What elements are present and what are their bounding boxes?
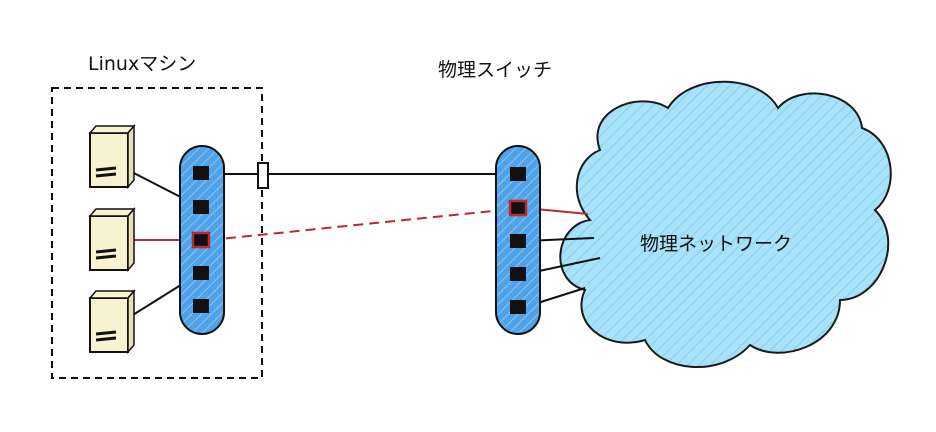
physical-network-cloud	[559, 80, 892, 368]
linux-machine-label: Linuxマシン	[88, 53, 196, 75]
vm-server-icon	[88, 206, 136, 273]
linux-port-5	[193, 299, 209, 313]
switch-port-2	[508, 199, 528, 217]
linux-port-1	[193, 166, 209, 180]
linux-port-2	[193, 200, 209, 214]
physical-network-label: 物理ネットワーク	[640, 233, 792, 255]
link-red-dashed	[209, 208, 513, 241]
vm-server-icon	[88, 288, 136, 355]
switch-port-1	[510, 167, 526, 181]
switch-port-4	[510, 267, 526, 281]
linux-machine-boundary	[51, 87, 263, 379]
linux-port-4	[193, 266, 209, 280]
switch-port-5	[510, 300, 526, 314]
linux-port-3	[191, 231, 211, 249]
vm-server-icon	[88, 123, 136, 190]
switch-port-3	[510, 234, 526, 248]
uplink-connector	[257, 162, 269, 189]
physical-switch-label: 物理スイッチ	[438, 59, 552, 81]
